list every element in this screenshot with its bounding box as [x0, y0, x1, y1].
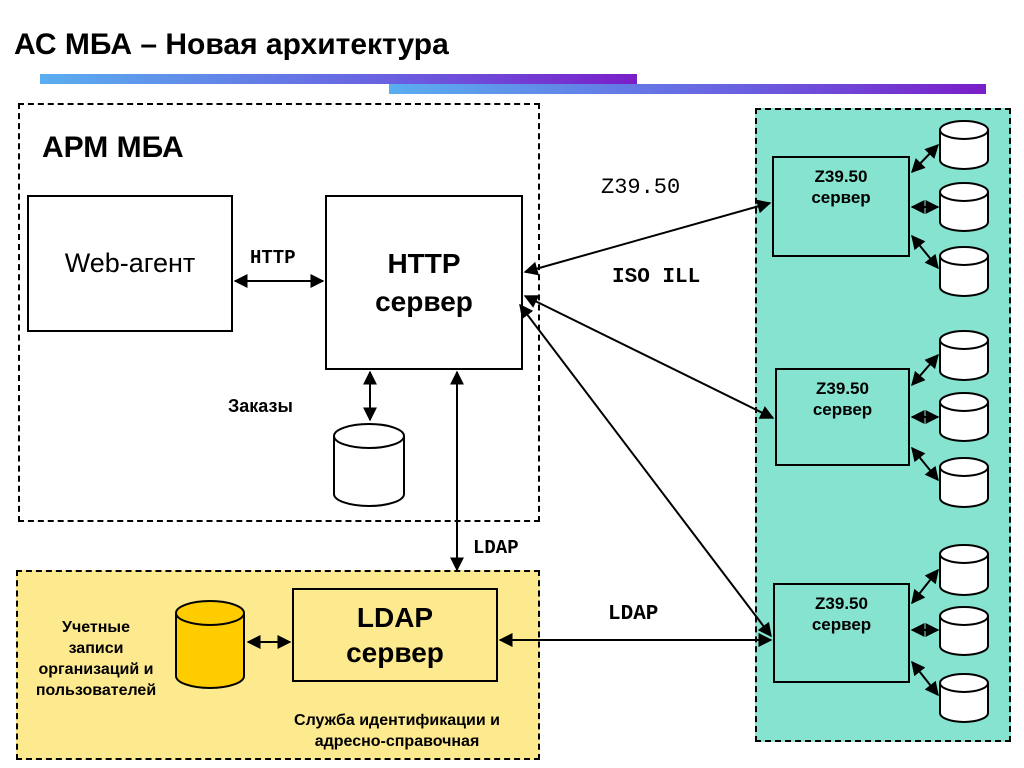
title-underline-bar-bottom [389, 84, 986, 94]
database-icon [939, 673, 989, 723]
z3950-server-2-arrow [523, 295, 775, 419]
z3950-server-2-line2: сервер [812, 400, 873, 419]
database-icon [939, 246, 989, 297]
z3950-server-1-arrow [523, 199, 772, 276]
http-server-box: HTTP сервер [325, 195, 523, 370]
web-agent-label: Web-агент [64, 248, 196, 278]
z3950-server-1-line2: сервер [811, 188, 871, 207]
database-icon [939, 606, 989, 656]
z3950-server-box-2: Z39.50 сервер [775, 368, 910, 466]
orders-database-icon [333, 423, 405, 507]
ldap-vertical-label: LDAP [473, 537, 519, 559]
accounts-db-caption: Учетные записи организаций и пользовател… [16, 617, 176, 701]
z3950-server-3-line1: Z39.50 [815, 594, 868, 613]
database-icon [939, 120, 989, 170]
accounts-db-caption-line3: организаций и [38, 661, 154, 678]
http-server-label-line1: HTTP [387, 247, 461, 279]
z3950-server-2-line1: Z39.50 [816, 379, 869, 398]
z3950-server-1-line1: Z39.50 [814, 167, 868, 186]
orders-db-label: Заказы [228, 396, 293, 416]
database-icon [939, 544, 989, 596]
z3950-server-box-3: Z39.50 сервер [773, 583, 910, 683]
page-title: АС МБА – Новая архитектура [14, 28, 449, 61]
http-connection-label: HTTP [250, 247, 296, 269]
http-server-label-line2: сервер [375, 285, 473, 317]
z3950-protocol-label: Z39.50 [601, 175, 681, 200]
accounts-db-caption-line2: записи [68, 640, 124, 657]
ldap-service-caption-line2: адресно-справочная [314, 733, 480, 750]
database-icon [939, 457, 989, 508]
accounts-database-icon [175, 600, 245, 689]
ldap-service-caption-line1: Служба идентификации и [294, 712, 500, 729]
arm-mba-title: АРМ МБА [42, 131, 184, 164]
accounts-db-caption-line1: Учетные [62, 619, 130, 636]
z3950-server-box-1: Z39.50 сервер [772, 156, 910, 257]
z3950-server-3-line2: сервер [811, 615, 872, 634]
database-icon [939, 182, 989, 232]
web-agent-box: Web-агент [27, 195, 233, 332]
ldap-server-box: LDAP сервер [292, 588, 498, 682]
accounts-db-caption-line4: пользователей [35, 682, 157, 699]
z3950-server-3-arrow [519, 303, 772, 638]
ldap-server-label-line2: сервер [346, 637, 444, 668]
database-icon [939, 392, 989, 442]
title-underline-bar-top [40, 74, 637, 84]
ldap-service-caption: Служба идентификации и адресно-справочна… [262, 710, 532, 752]
ldap-server-label-line1: LDAP [356, 602, 434, 633]
database-icon [939, 330, 989, 381]
